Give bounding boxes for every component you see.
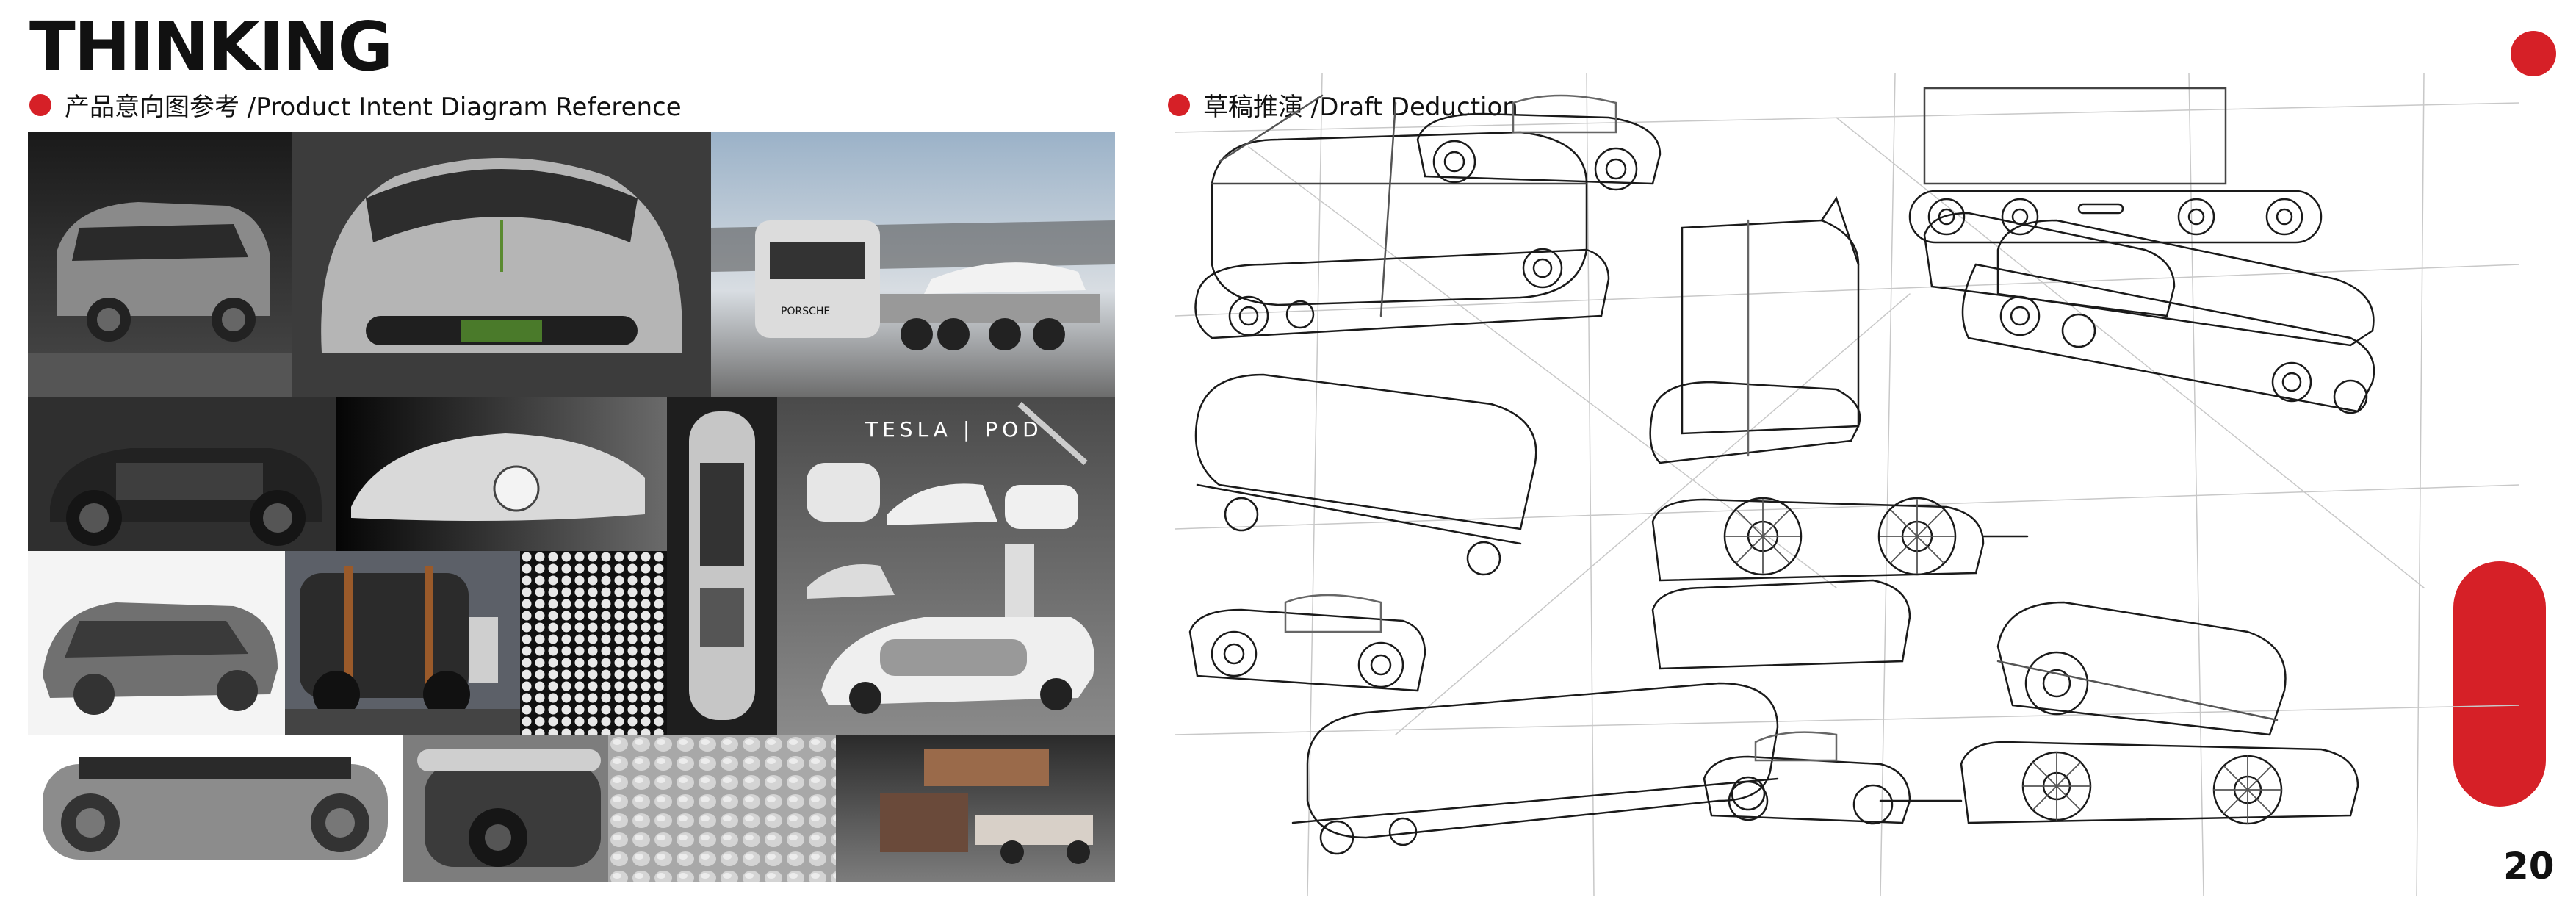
reference-image-porsche-truck: PORSCHE <box>711 132 1115 397</box>
reference-image-vertical-car-top <box>667 397 777 735</box>
bullet-dot-icon <box>1168 93 1190 116</box>
red-pill-decoration <box>2453 561 2546 807</box>
draft-section-label: 草稿推演 /Draft Deduction <box>1203 93 1518 122</box>
reference-image-silver-car-front <box>292 132 711 397</box>
page-number: 20 <box>2503 845 2555 887</box>
reference-image-van-dark <box>28 132 292 397</box>
porsche-caption: PORSCHE <box>781 306 830 317</box>
corner-dot-decoration <box>2511 31 2556 76</box>
reference-image-tesla-pod-collage: TESLA | POD <box>777 397 1115 735</box>
reference-image-copper-pod <box>836 735 1115 882</box>
reference-section-label: 产品意向图参考 /Product Intent Diagram Referenc… <box>65 93 682 122</box>
reference-section-heading: 产品意向图参考 /Product Intent Diagram Referenc… <box>29 87 682 123</box>
reference-image-flat-platform <box>28 735 403 882</box>
tesla-pod-caption: TESLA | POD <box>865 417 1043 442</box>
reference-image-hammered-metal <box>608 735 836 882</box>
reference-image-boxy-pod <box>285 551 520 735</box>
draft-section-heading: 草稿推演 /Draft Deduction <box>1168 87 1518 123</box>
reference-image-grey-pod-studio <box>28 551 285 735</box>
reference-image-hex-mesh <box>520 551 667 735</box>
reference-image-pod-wheel-closeup <box>403 735 608 882</box>
page-title: THINKING <box>29 7 393 86</box>
draft-sketches <box>1175 73 2520 897</box>
bullet-dot-icon <box>29 93 51 116</box>
reference-image-dark-pod-side <box>28 397 336 551</box>
reference-image-silver-wedge <box>336 397 667 551</box>
